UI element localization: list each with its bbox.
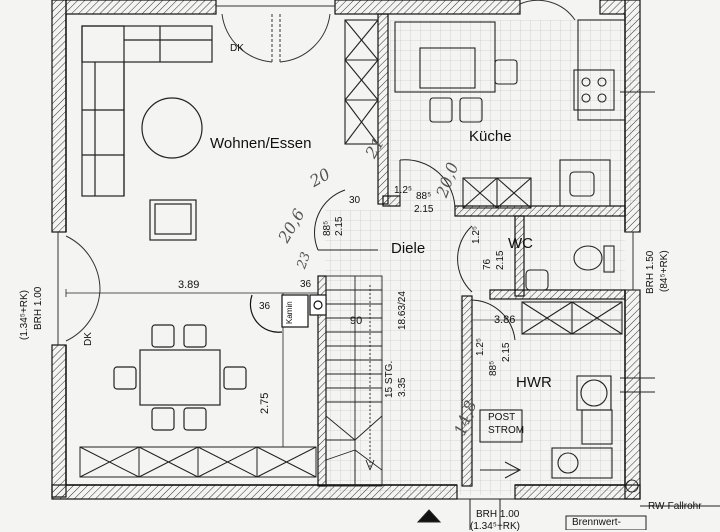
dim-door-hwr-height: 1.2⁵ — [475, 337, 486, 356]
hall-doors — [314, 159, 516, 341]
dining-table — [113, 324, 247, 431]
right-window — [625, 231, 640, 291]
room-label-hall: Diele — [391, 240, 426, 257]
dim-door-a-top: 88⁵ — [416, 191, 432, 202]
room-label-kitchen: Küche — [469, 128, 512, 145]
sofa — [81, 25, 213, 197]
dim-fireplace-width: 36 — [259, 301, 271, 312]
top-door — [216, 5, 335, 63]
room-label-living: Wohnen/Essen — [210, 135, 312, 152]
dim-living-depth: 2.75 — [259, 392, 271, 414]
dim-door-hwr-top: 88⁵ — [488, 360, 499, 376]
dim-door-a-bottom: 2.15 — [414, 204, 434, 215]
fireplace — [249, 294, 327, 333]
dim-door-wc-height: 1.2⁵ — [471, 225, 482, 244]
room-label-utility: HWR — [516, 374, 552, 391]
dim-door-b-top: 88⁵ — [322, 220, 333, 236]
living-dimensions — [65, 289, 319, 448]
dim-hwr-width: 3.86 — [494, 314, 516, 326]
kitchen-units — [344, 19, 626, 209]
external-pipes — [565, 91, 720, 530]
label-fireplace: Kamin — [285, 301, 294, 324]
dim-stair-count: 15 STG. — [384, 360, 395, 398]
coffee-table — [141, 97, 203, 159]
brh-bottom-line2: (1.34⁵+RK) — [470, 521, 520, 532]
dim-door-wc-bottom: 2.15 — [495, 250, 506, 270]
brh-left-line1: (1.34⁵+RK) — [19, 290, 30, 340]
dim-door-b-width: 30 — [349, 195, 361, 206]
label-post: POST — [488, 412, 516, 423]
wc-fixtures — [525, 245, 615, 291]
room-label-wc: WC — [508, 235, 533, 252]
brh-right-line2: (84⁵+RK) — [659, 250, 670, 292]
brh-right-line1: BRH 1.50 — [645, 250, 656, 294]
dim-door-a-height: 1.2⁵ — [394, 185, 413, 196]
dim-door-wc-top: 76 — [482, 258, 493, 270]
dim-stair-ratio: 18.63/24 — [397, 291, 408, 330]
dim-door-b-bottom: 2.15 — [334, 216, 345, 236]
dim-stair-length: 3.35 — [397, 377, 408, 397]
dim-fireplace-width-2: 36 — [300, 279, 312, 290]
staircase — [325, 275, 383, 487]
dim-stair-width: 90 — [350, 315, 363, 327]
brh-bottom-line1: BRH 1.00 — [476, 509, 520, 520]
label-dk-left: DK — [83, 332, 94, 346]
dim-door-hwr-bottom: 2.15 — [501, 342, 512, 362]
kitchen-window — [519, 0, 576, 21]
brh-left-line2: BRH 1.00 — [33, 286, 44, 330]
dim-living-width: 3.89 — [178, 279, 200, 291]
label-dk-top: DK — [230, 43, 244, 54]
hwr-fixtures — [472, 301, 623, 479]
label-rw-pipe: RW-Fallrohr — [648, 501, 702, 512]
sideboard — [79, 446, 317, 478]
armchair — [149, 199, 197, 241]
entrance — [416, 498, 515, 530]
label-burner: Brennwert- — [572, 517, 621, 528]
left-door — [57, 232, 101, 345]
label-strom: STROM — [488, 425, 525, 436]
